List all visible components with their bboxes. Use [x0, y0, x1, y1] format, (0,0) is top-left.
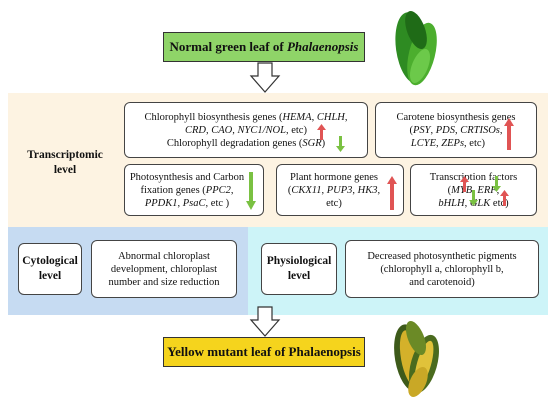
- yellow-leaf-image: [394, 321, 439, 397]
- sep: ,: [377, 184, 381, 196]
- gene-erf: ERF: [477, 184, 497, 196]
- cytological-desc-line2: development, chloroplast: [110, 263, 218, 275]
- sep: ,: [230, 184, 234, 196]
- gene-myb: MYB: [451, 184, 473, 196]
- sep: ,: [311, 111, 317, 123]
- degradation-text: Chlorophyll degradation genes (: [166, 137, 303, 149]
- transcriptomic-label-line1: Transcriptomic: [27, 149, 103, 161]
- cytological-label-line1: Cytological: [22, 255, 78, 267]
- hormone-genes-box: Plant hormone genes (CKX11, PUP3, HK3, e…: [276, 164, 404, 216]
- transcriptomic-label-line2: level: [53, 164, 77, 176]
- down-arrow-icon: [492, 176, 501, 192]
- etc: , etc ): [205, 197, 230, 209]
- sep: ,: [232, 124, 238, 136]
- chlorophyll-text: Chlorophyll biosynthesis genes (: [144, 111, 283, 123]
- etc: etc): [326, 197, 342, 209]
- sep: ,: [352, 184, 358, 196]
- gene-cao: CAO: [211, 124, 233, 136]
- physiological-label-line1: Physiological: [266, 255, 332, 267]
- green-leaf-image: [395, 10, 437, 86]
- transcriptomic-label: Transcriptomic level: [18, 148, 112, 178]
- sep: ,: [464, 197, 470, 209]
- physiological-desc-line3: and carotenoid): [409, 276, 475, 288]
- normal-leaf-genus: Phalaenopsis: [286, 39, 359, 54]
- physiological-label-line2: level: [287, 270, 311, 282]
- down-arrow-icon: [336, 136, 345, 152]
- sep: ,: [499, 124, 503, 136]
- gene-bhlh: bHLH: [438, 197, 465, 209]
- up-arrow-icon: [387, 176, 397, 210]
- physiological-desc-box: Decreased photosynthetic pigments (chlor…: [345, 240, 539, 298]
- gene-psac: PsaC: [182, 197, 206, 209]
- physiological-label-box: Physiological level: [261, 243, 337, 295]
- down-arrow-bottom: [249, 306, 281, 337]
- gene-psy: PSY: [412, 124, 431, 136]
- chlorophyll-genes-box: Chlorophyll biosynthesis genes (HEMA, CH…: [124, 102, 368, 158]
- sep: (: [447, 184, 452, 196]
- up-arrow-icon: [500, 190, 509, 206]
- physiological-desc-line2: (chlorophyll a, chlorophyll b,: [380, 263, 504, 275]
- sep: ,: [430, 124, 436, 136]
- down-arrow-top: [249, 62, 281, 93]
- sep: ,: [454, 124, 461, 136]
- cytological-label-box: Cytological level: [18, 243, 82, 295]
- etc: , etc): [285, 124, 307, 136]
- up-arrow-icon: [317, 124, 326, 140]
- gene-lcye: LCYE: [410, 137, 437, 149]
- gene-hema: HEMA: [282, 111, 312, 123]
- gene-sgr: SGR: [302, 137, 322, 149]
- photosynthesis-genes-box: Photosynthesis and Carbon fixation genes…: [124, 164, 264, 216]
- down-arrow-icon: [469, 190, 478, 206]
- yellow-mutant-text: Yellow mutant leaf of Phalaenopsis: [167, 344, 361, 359]
- gene-ppc2: PPC2: [205, 184, 231, 196]
- cytological-desc-box: Abnormal chloroplast development, chloro…: [91, 240, 237, 298]
- hormone-text: Plant hormone genes: [289, 171, 379, 183]
- cytological-desc-line1: Abnormal chloroplast: [118, 250, 210, 262]
- sep: ,: [177, 197, 183, 209]
- cytological-label-line2: level: [38, 270, 62, 282]
- gene-ppdk1: PPDK1: [144, 197, 178, 209]
- gene-ckx11: CKX11: [291, 184, 322, 196]
- sep: ): [321, 137, 326, 149]
- etc: , etc): [464, 137, 486, 149]
- fixation-text: fixation genes (: [140, 184, 206, 196]
- sep: (: [287, 184, 292, 196]
- sep: ,: [206, 124, 212, 136]
- carotene-text: Carotene biosynthesis genes: [396, 111, 516, 123]
- gene-pup3: PUP3: [326, 184, 353, 196]
- physiological-desc-line1: Decreased photosynthetic pigments: [367, 250, 517, 262]
- sep: ,: [436, 137, 442, 149]
- transcription-factors-box: Transcription factors (MYB, ERF, bHLH, G…: [410, 164, 537, 216]
- cytological-desc-line3: number and size reduction: [108, 276, 220, 288]
- gene-crd: CRD: [185, 124, 207, 136]
- etc: etc): [490, 197, 509, 209]
- gene-pds: PDS: [435, 124, 455, 136]
- gene-zeps: ZEPs: [441, 137, 465, 149]
- sep: (: [409, 124, 413, 136]
- yellow-mutant-banner: Yellow mutant leaf of Phalaenopsis: [163, 337, 365, 367]
- up-arrow-icon: [460, 176, 469, 192]
- photosynthesis-text: Photosynthesis and Carbon: [129, 171, 245, 183]
- gene-glk: GLK: [469, 197, 491, 209]
- up-arrow-icon: [504, 118, 514, 150]
- down-arrow-icon: [246, 172, 256, 210]
- gene-nyc1-nol: NYC1/NOL: [237, 124, 286, 136]
- sep: ,: [321, 184, 327, 196]
- sep: ,: [344, 111, 348, 123]
- gene-hk3: HK3: [357, 184, 378, 196]
- tf-text: Transcription factors: [429, 171, 518, 183]
- gene-crtisos: CRTISOs: [460, 124, 500, 136]
- normal-leaf-banner: Normal green leaf of Phalaenopsis: [163, 32, 365, 62]
- normal-leaf-text: Normal green leaf of: [169, 39, 287, 54]
- gene-chlh: CHLH: [316, 111, 345, 123]
